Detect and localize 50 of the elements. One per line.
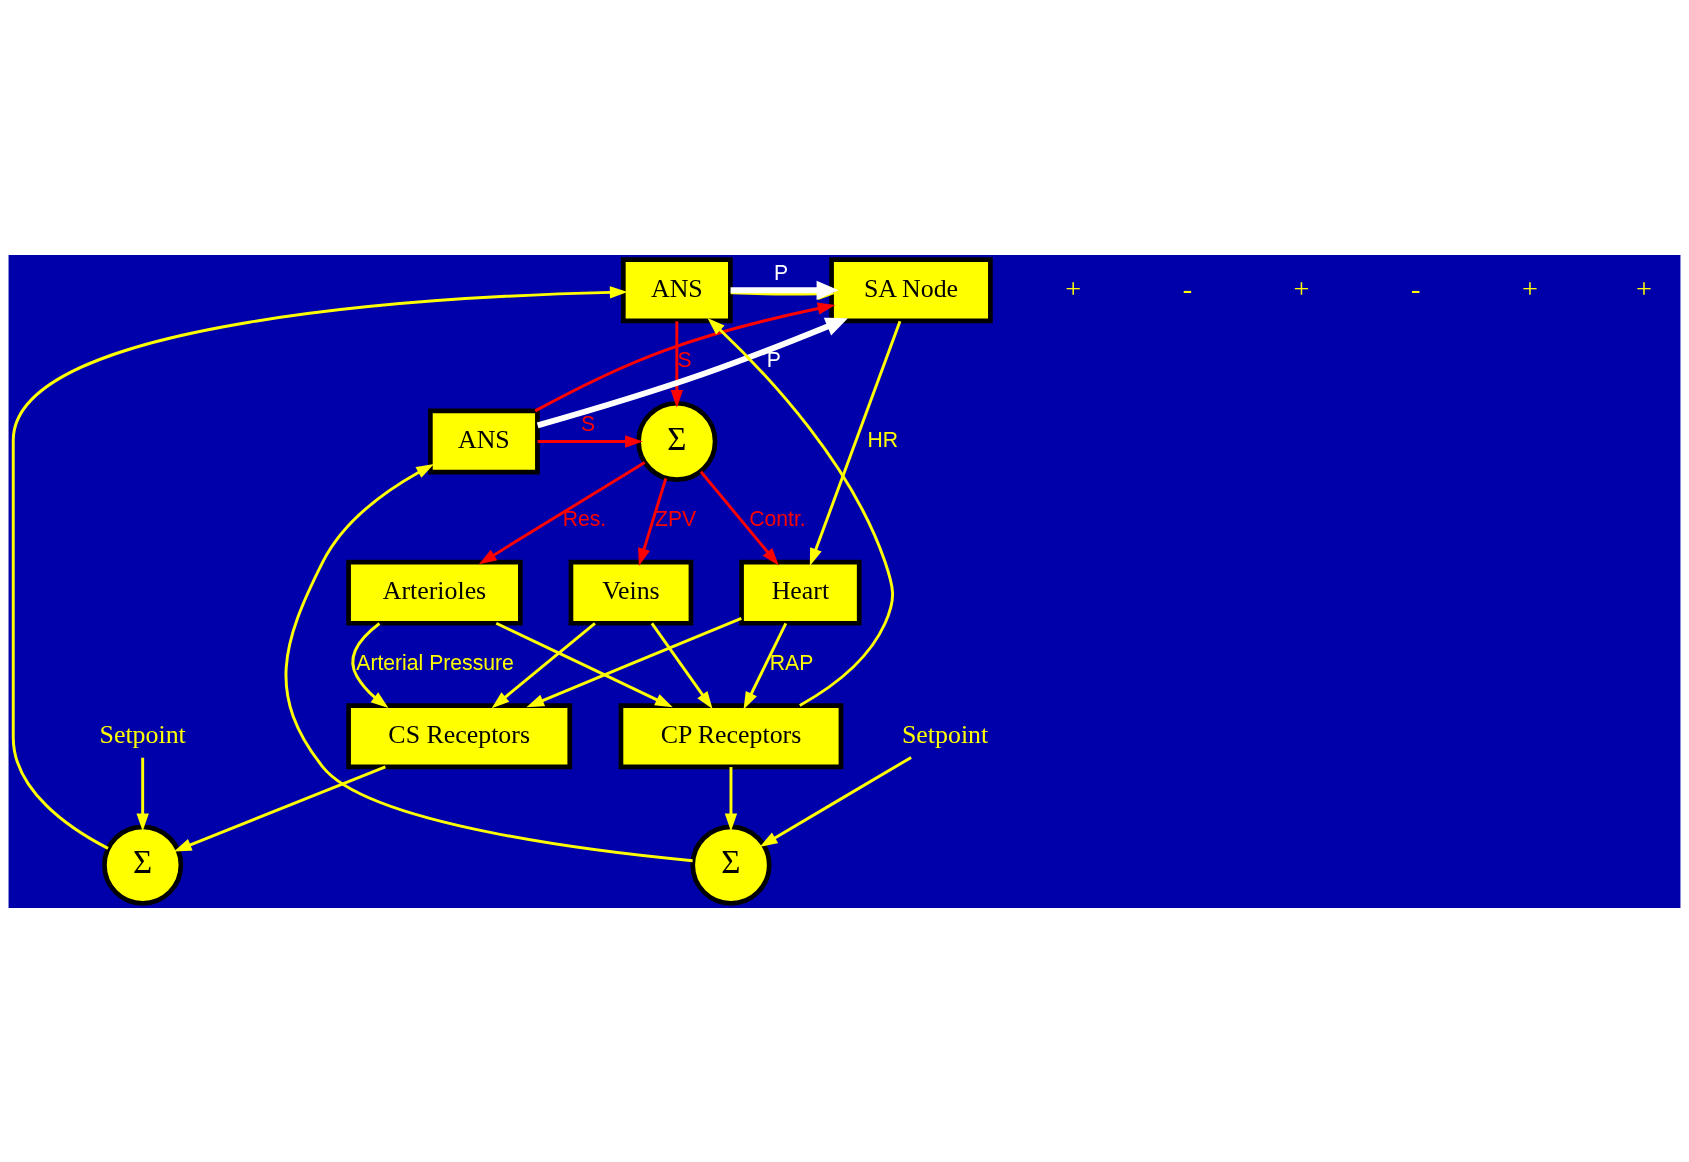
edge-label: RAP xyxy=(769,650,814,674)
arrow xyxy=(743,622,788,709)
edge-label: Arterial Pressure xyxy=(356,650,514,674)
edge-label: ZPV xyxy=(655,506,697,530)
arrow xyxy=(537,434,643,448)
arrow xyxy=(536,317,848,428)
arrow xyxy=(478,460,646,564)
label: - xyxy=(1182,272,1193,304)
node-circle: Σ xyxy=(102,823,184,906)
arrow xyxy=(699,470,779,565)
arrow xyxy=(11,285,628,850)
edge-label: P xyxy=(766,347,781,371)
arrow xyxy=(759,755,912,847)
node-box: Arterioles xyxy=(346,559,523,626)
edge-label: S xyxy=(677,347,692,371)
edge-label: S xyxy=(580,411,596,435)
arrow xyxy=(491,621,596,708)
arrow xyxy=(650,622,713,709)
node-box: ANS xyxy=(428,408,540,474)
node-text: Setpoint xyxy=(901,719,989,749)
arrow xyxy=(809,320,902,566)
arrow xyxy=(638,477,668,566)
arrow xyxy=(173,765,386,851)
arrow xyxy=(284,463,693,862)
arrow xyxy=(136,757,149,831)
arrow xyxy=(495,621,673,707)
node-circle: Σ xyxy=(636,400,718,482)
node-box: CP Receptors xyxy=(618,702,844,769)
label: + xyxy=(1636,272,1652,304)
label: + xyxy=(1065,272,1082,304)
arrow xyxy=(526,616,742,707)
node-box: ANS xyxy=(620,256,733,323)
arrow xyxy=(707,317,894,707)
arrow xyxy=(534,301,836,412)
node-box: Heart xyxy=(739,559,862,626)
edge-label: Contr. xyxy=(749,506,806,530)
label: - xyxy=(1411,272,1421,304)
arrow xyxy=(670,320,684,408)
node-box: SA Node xyxy=(829,256,993,323)
node-box: Veins xyxy=(568,559,694,626)
node-circle: Σ xyxy=(690,823,772,906)
arrow xyxy=(724,766,738,831)
label: + xyxy=(1293,272,1310,304)
node-box: CS Receptors xyxy=(346,702,573,769)
label: + xyxy=(1521,272,1538,304)
arrow xyxy=(351,621,389,708)
edge-label: P xyxy=(773,260,789,284)
edge-label: Res. xyxy=(562,506,607,530)
edge-label: HR xyxy=(867,427,899,451)
node-text: Setpoint xyxy=(99,719,186,749)
